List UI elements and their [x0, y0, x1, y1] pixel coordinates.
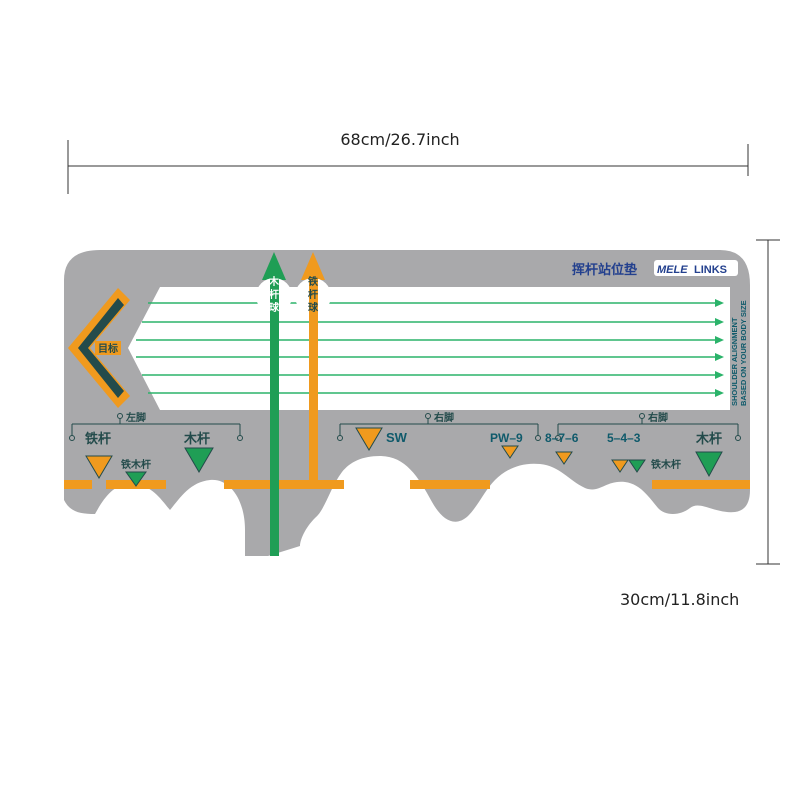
5-4-3-position-marker	[611, 459, 629, 473]
iron-wood-position-marker	[125, 471, 147, 487]
iron-ball-char-2: 杆	[308, 288, 318, 301]
alignment-area	[128, 287, 730, 410]
height-dimension-line	[756, 239, 780, 565]
wood-ball-char-2: 杆	[269, 288, 279, 301]
pw-9-position-marker	[501, 445, 519, 459]
alignment-line-arrows	[715, 299, 724, 397]
height-dimension-label: 30cm/11.8inch	[620, 590, 740, 609]
wood-position-marker	[184, 447, 214, 473]
left-foot-bracket	[69, 413, 243, 441]
club-label-sw: SW	[386, 430, 408, 445]
wood-label: 木杆	[183, 431, 210, 447]
iron-label: 铁杆	[84, 431, 111, 447]
right-foot-bracket-1	[337, 413, 541, 441]
iron-wood-label-2: 铁木杆	[651, 458, 681, 471]
target-arrow-icon	[68, 288, 130, 408]
right-foot-label-2: 右脚	[647, 411, 668, 424]
iron-ball-vertical-line	[301, 252, 325, 482]
wood-ball-vertical-line	[262, 252, 286, 556]
shoulder-alignment-lines	[136, 302, 715, 394]
iron-ball-char-1: 铁	[308, 275, 318, 288]
width-dimension-label: 68cm/26.7inch	[340, 130, 460, 149]
left-foot-label: 左脚	[125, 411, 146, 424]
alignment-text-line-1: SHOULDER ALIGNMENT	[730, 317, 739, 406]
club-label-8-7-6: 8–7–6	[545, 431, 579, 445]
club-label-pw-9: PW–9	[490, 431, 523, 445]
alignment-text-line-2: BASED ON YOUR BODY SIZE	[739, 300, 748, 406]
target-label-box	[95, 341, 121, 355]
wood-ball-char-1: 木	[268, 275, 280, 288]
right-foot-bracket-2	[555, 413, 741, 441]
wood-ball-char-3: 球	[269, 301, 280, 314]
iron-ball-char-3: 球	[308, 301, 319, 314]
brand-right-text: LINKS	[694, 264, 727, 276]
8-7-6-position-marker	[555, 451, 573, 465]
iron-wood-label: 铁木杆	[121, 458, 151, 471]
brand-logo: MELE LINKS	[654, 260, 738, 276]
wood-position-marker-2	[695, 451, 723, 478]
wood-label-2: 木杆	[695, 431, 722, 447]
brand-left-text: MELE	[657, 264, 688, 276]
iron-position-marker	[85, 455, 113, 479]
right-foot-label: 右脚	[433, 411, 454, 424]
width-dimension-line	[67, 140, 749, 194]
target-label: 目标	[98, 342, 118, 355]
sw-position-marker	[355, 427, 383, 451]
mat-title: 挥杆站位垫	[572, 262, 637, 278]
iron-wood-position-marker-2	[628, 459, 646, 473]
club-label-5-4-3: 5–4–3	[607, 431, 641, 445]
